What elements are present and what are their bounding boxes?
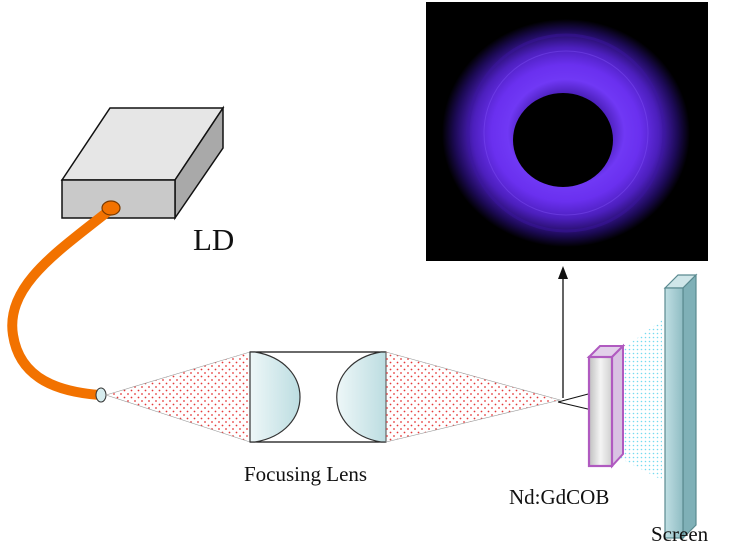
pump-beam-diverging [104, 351, 251, 443]
crystal-label: Nd:GdCOB [509, 485, 610, 509]
fiber-cable [7, 200, 121, 403]
focusing-lens-label: Focusing Lens [244, 462, 368, 486]
screen-panel-icon [663, 273, 698, 540]
plano-convex-lens-icon [249, 351, 301, 443]
lens-housing [250, 351, 386, 443]
ld-label: LD [193, 222, 235, 257]
arrow-to-profile [558, 266, 568, 398]
ld-box-icon [60, 105, 225, 221]
beam-profile-inset [426, 2, 708, 261]
plano-convex-lens-icon [336, 351, 387, 443]
focus-lines [557, 392, 593, 411]
pump-beam-converging [385, 351, 562, 443]
crystal-block-icon [586, 343, 626, 469]
screen-label: Screen [651, 522, 709, 546]
output-beam [614, 320, 662, 480]
